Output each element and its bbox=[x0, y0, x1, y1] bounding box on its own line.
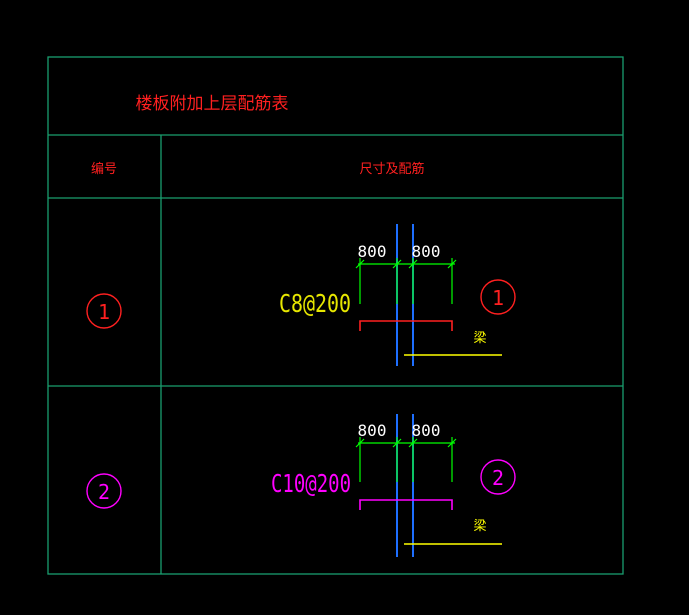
row-2-tick-3 bbox=[408, 438, 418, 448]
row-1-tick-2 bbox=[392, 259, 402, 269]
header-size-and-rebar: 尺寸及配筋 bbox=[359, 161, 424, 177]
row-2: 2 800 800 C10@200 2 梁 bbox=[86, 414, 516, 557]
row-2-beam-label: 梁 bbox=[473, 519, 486, 534]
row-1-beam-label: 梁 bbox=[473, 331, 486, 346]
header-number: 编号 bbox=[91, 162, 117, 177]
row-2-rebar bbox=[359, 499, 453, 510]
row-1-dimension-left: 800 bbox=[358, 242, 387, 261]
row-1-dimension-right: 800 bbox=[412, 242, 441, 261]
row-2-rebar-spec: C10@200 bbox=[271, 469, 351, 498]
table-outline bbox=[47, 56, 624, 575]
table-grid bbox=[47, 56, 624, 575]
row-1-rebar bbox=[359, 320, 453, 331]
row-1-dimension bbox=[355, 258, 457, 304]
row-2-number-circle bbox=[86, 473, 122, 509]
row-2-dimension-left: 800 bbox=[358, 421, 387, 440]
row-1: 1 800 800 C8@200 1 梁 bbox=[86, 224, 516, 366]
row-2-number: 2 bbox=[98, 480, 110, 504]
row-2-dimension bbox=[355, 437, 457, 482]
row-2-dimension-right: 800 bbox=[412, 421, 441, 440]
table-title: 楼板附加上层配筋表 bbox=[136, 94, 289, 114]
row-1-tag-number: 1 bbox=[492, 286, 504, 310]
row-1-tick-4 bbox=[447, 259, 457, 269]
row-1-number: 1 bbox=[98, 300, 110, 324]
row-2-tick-2 bbox=[392, 438, 402, 448]
row-2-tick-4 bbox=[447, 438, 457, 448]
row-1-rebar-spec: C8@200 bbox=[279, 289, 351, 318]
row-1-tick-3 bbox=[408, 259, 418, 269]
row-2-tick-1 bbox=[355, 438, 365, 448]
row-2-tag-number: 2 bbox=[492, 466, 504, 490]
row-1-number-circle bbox=[86, 293, 122, 329]
row-1-tick-1 bbox=[355, 259, 365, 269]
row-1-tag-circle bbox=[480, 279, 516, 315]
row-2-tag-circle bbox=[480, 459, 516, 495]
